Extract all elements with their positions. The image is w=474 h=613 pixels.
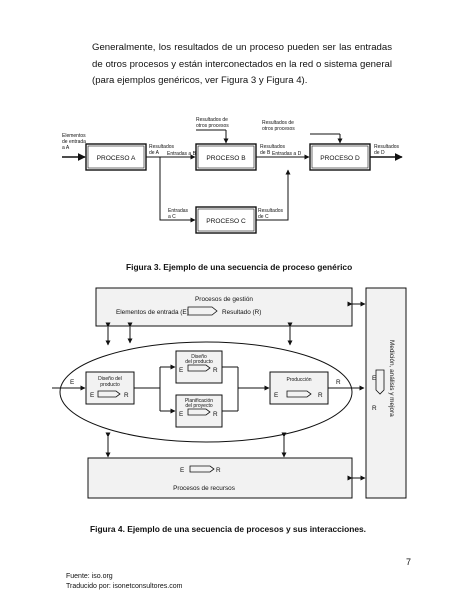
realization-ellipse <box>59 341 353 443</box>
inputs-c-label-1: Entradas <box>168 208 189 214</box>
footer-source: Fuente: iso.org <box>66 573 113 580</box>
design-product-box-left <box>85 371 135 405</box>
results-b-label-1: Resultados <box>260 144 286 150</box>
e-label-resources: E <box>180 467 184 474</box>
results-a-label-1: Resultados <box>149 144 175 150</box>
process-d-label: PROCESO D <box>320 155 360 162</box>
design-label-2: del producto <box>185 359 213 365</box>
r-label-ellipse-output: R <box>336 379 341 386</box>
e-label-production: E <box>274 392 278 399</box>
body-paragraph: Generalmente, los resultados de un proce… <box>92 42 392 86</box>
mini-process-icon-plan <box>187 408 211 416</box>
r-label-design: R <box>213 367 218 374</box>
e-label-design: E <box>179 367 183 374</box>
other-results-label-2b: otros procesos <box>262 126 295 132</box>
process-b-label: PROCESO B <box>206 155 246 162</box>
inputs-d-label: Entradas a D <box>272 151 302 157</box>
mini-process-icon-design <box>187 364 211 372</box>
results-a-label-2: de A <box>149 150 160 156</box>
e-label-planning: E <box>179 411 183 418</box>
mini-process-icon-res <box>189 465 215 473</box>
results-c-label-2: de C <box>258 214 269 220</box>
other-results-label-2a: Resultados de <box>262 120 294 126</box>
production-box <box>269 371 329 405</box>
other-results-label-1a: Resultados de <box>196 117 228 123</box>
process-a-label: PROCESO A <box>97 155 136 162</box>
measurement-title: Medición, análisis y mejora <box>388 340 395 417</box>
mini-process-icon-left <box>97 390 121 398</box>
mini-process-icon-mgmt <box>187 306 218 316</box>
r-label-left-box: R <box>124 392 129 399</box>
inputs-c-label-2: a C <box>168 214 176 220</box>
footer-translated: Traducido por: isonetconsultores.com <box>66 583 183 590</box>
planning-label-1: Planificación <box>185 398 213 404</box>
results-c-label-1: Resultados <box>258 208 284 214</box>
results-d-label-1: Resultados <box>374 144 400 150</box>
figure-4-caption: Figura 4. Ejemplo de una secuencia de pr… <box>90 524 367 534</box>
management-processes-box <box>95 287 353 327</box>
planning-label-2: del proyecto <box>185 403 212 409</box>
e-label-ellipse-input: E <box>70 379 74 386</box>
design-product-left-label-1: Diseño del <box>98 376 122 382</box>
management-title: Procesos de gestión <box>195 296 253 303</box>
measurement-box <box>365 287 407 499</box>
input-a-label-2: de entrada <box>62 139 86 145</box>
production-label: Producción <box>286 377 311 383</box>
figure-3-caption: Figura 3. Ejemplo de una secuencia de pr… <box>126 262 353 272</box>
other-results-label-1b: otros procesos <box>196 123 229 129</box>
input-a-label-1: Elementos <box>62 133 86 139</box>
r-label-measurement: R <box>372 405 377 412</box>
page-number: 7 <box>406 557 412 567</box>
e-label-left-box: E <box>90 392 94 399</box>
design-label-1: Diseño <box>191 354 207 360</box>
resources-title: Procesos de recursos <box>173 485 235 492</box>
r-label-resources: R <box>216 467 221 474</box>
e-label-measurement: E <box>372 375 376 382</box>
mini-process-icon-prod <box>286 390 312 398</box>
process-c-label: PROCESO C <box>206 218 246 225</box>
r-label-planning: R <box>213 411 218 418</box>
results-d-label-2: de D <box>374 150 385 156</box>
input-a-label-3: a A <box>62 145 70 151</box>
mini-process-icon-meas <box>375 369 385 395</box>
inputs-b-label: Entradas a B <box>167 151 197 157</box>
resource-processes-box <box>87 457 353 499</box>
results-b-label-2: de B <box>260 150 271 156</box>
design-product-left-label-2: producto <box>100 382 120 388</box>
management-inputs-label: Elementos de entrada (E) <box>116 309 189 316</box>
management-result-label: Resultado (R) <box>222 309 261 316</box>
r-label-production: R <box>318 392 323 399</box>
